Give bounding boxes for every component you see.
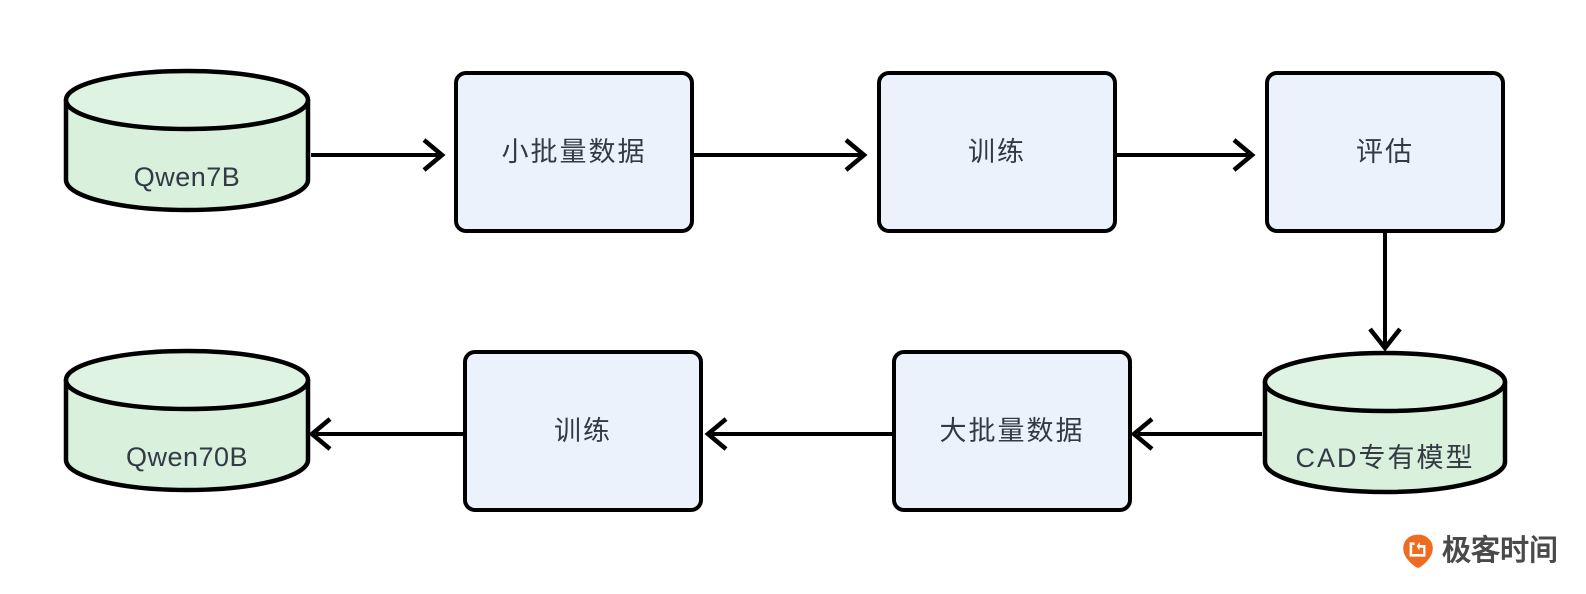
evaluate-box — [1265, 71, 1505, 233]
small-data-box — [454, 71, 694, 233]
edge-evaluate-to-cad-model — [1368, 233, 1402, 352]
watermark: 极客时间 — [1401, 533, 1558, 569]
edge-train-top-to-evaluate — [1117, 138, 1256, 172]
arrowhead-left-icon — [1130, 417, 1154, 451]
watermark-text: 极客时间 — [1442, 534, 1559, 567]
arrowhead-down-icon — [1368, 327, 1402, 352]
train-bottom-box — [463, 350, 703, 512]
arrowhead-right-icon — [422, 138, 446, 172]
node-label-evaluate: 评估 — [1356, 137, 1414, 167]
edge-small-data-to-train-top — [694, 138, 868, 172]
qwen7b-cylinder-top — [63, 68, 311, 132]
arrowhead-right-icon — [1232, 138, 1256, 172]
node-label-cad-model: CAD专有模型 — [1295, 443, 1474, 473]
big-data-box — [892, 350, 1132, 512]
node-label-qwen7b: Qwen7B — [134, 162, 241, 192]
node-train-bottom[interactable]: 训练 — [463, 350, 703, 512]
qwen70b-cylinder-top — [63, 348, 311, 412]
node-small-data[interactable]: 小批量数据 — [454, 71, 694, 233]
train-top-box — [877, 71, 1117, 233]
edge-train-bottom-to-qwen70b — [308, 417, 463, 451]
arrowhead-left-icon — [704, 417, 728, 451]
node-label-small-data: 小批量数据 — [502, 137, 647, 167]
edge-qwen7b-to-small-data — [311, 138, 446, 172]
edge-big-data-to-train-bot — [704, 417, 892, 451]
qwen7b-cylinder-body — [63, 97, 311, 213]
edge-cad-model-to-big-data — [1130, 417, 1262, 451]
node-train-top[interactable]: 训练 — [877, 71, 1117, 233]
cad-model-cylinder-body — [1262, 379, 1508, 495]
cad-model-cylinder-top — [1262, 350, 1508, 414]
node-evaluate[interactable]: 评估 — [1265, 71, 1505, 233]
node-cad-model[interactable]: CAD专有模型 — [1262, 350, 1508, 495]
qwen70b-cylinder-body — [63, 377, 311, 493]
arrowhead-right-icon — [844, 138, 868, 172]
node-label-train-bottom: 训练 — [554, 416, 612, 446]
arrowhead-left-icon — [308, 417, 332, 451]
geektime-logo-icon — [1403, 534, 1433, 568]
node-qwen7b[interactable]: Qwen7B — [63, 68, 311, 213]
node-label-train-top: 训练 — [968, 137, 1026, 167]
node-qwen70b[interactable]: Qwen70B — [63, 348, 311, 493]
node-label-big-data: 大批量数据 — [940, 416, 1085, 446]
node-label-qwen70b: Qwen70B — [126, 442, 248, 472]
node-big-data[interactable]: 大批量数据 — [892, 350, 1132, 512]
